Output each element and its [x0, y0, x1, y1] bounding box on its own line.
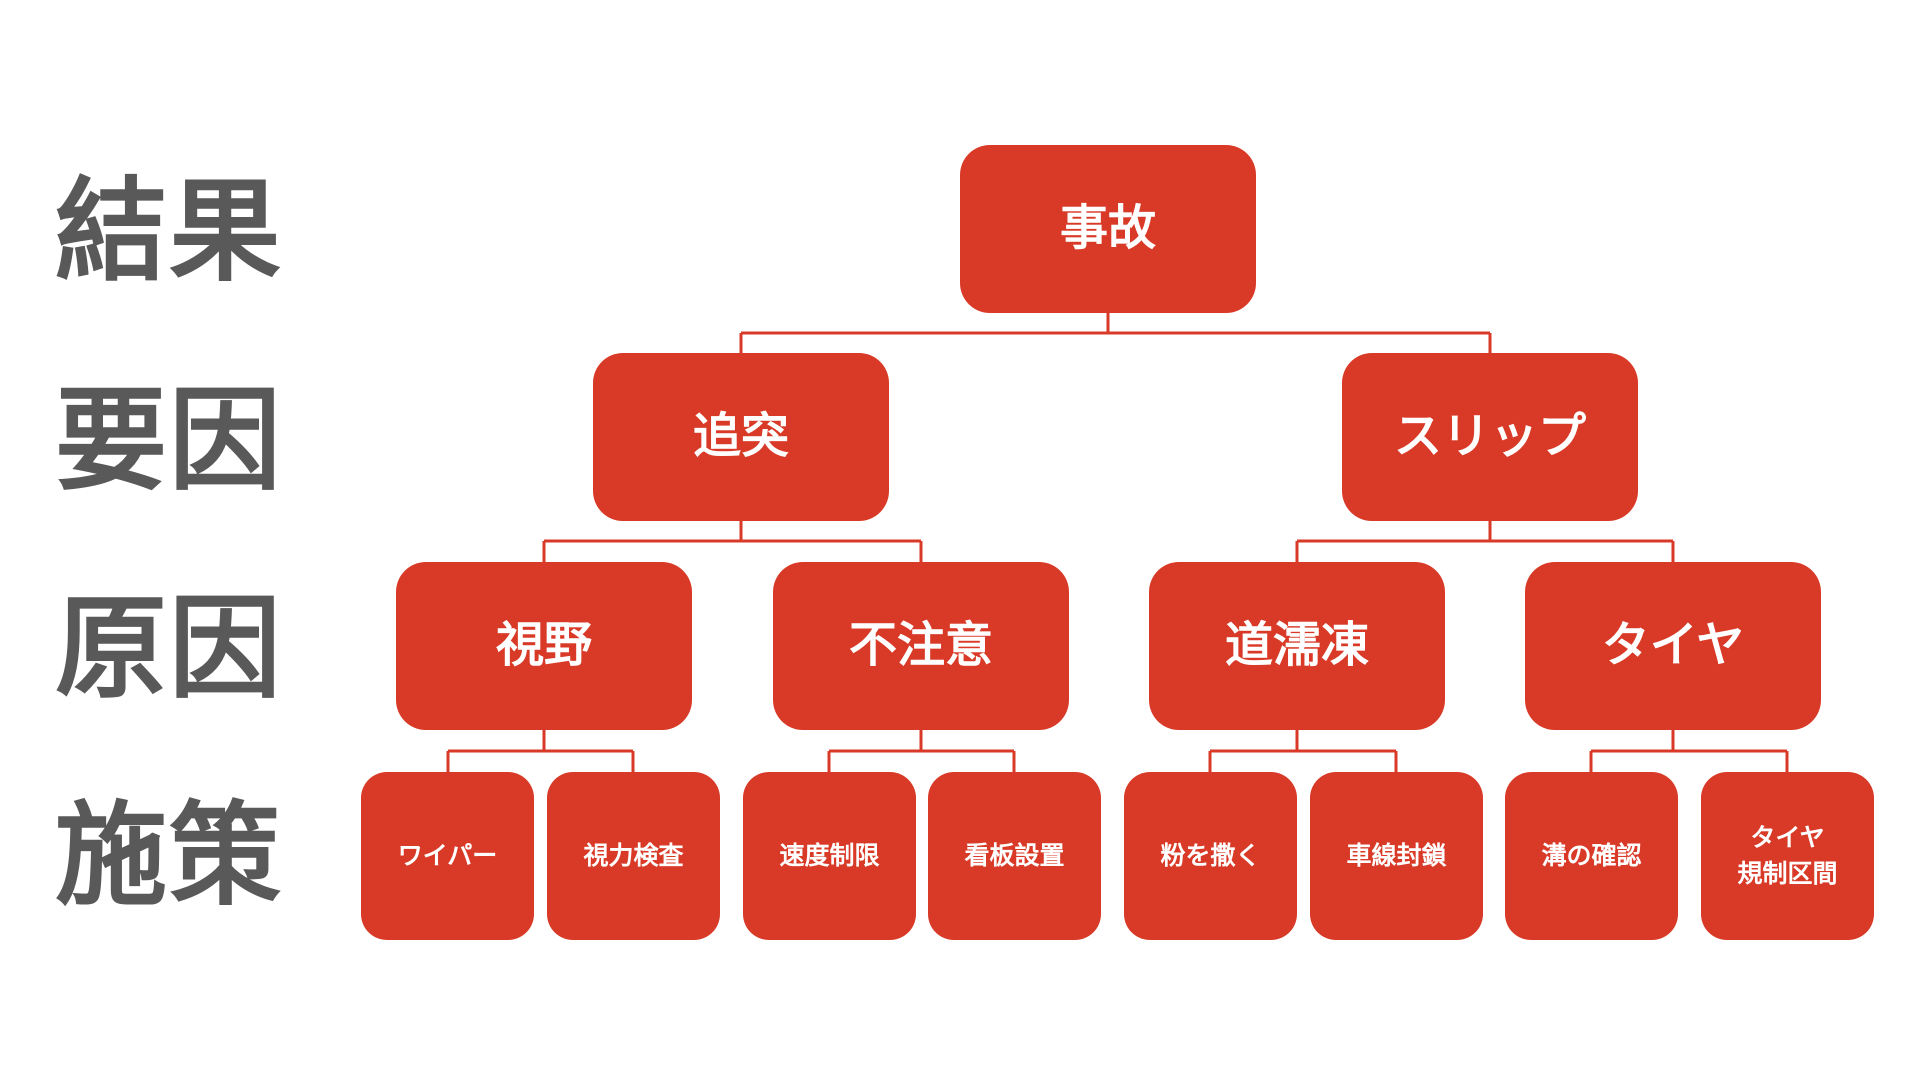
node-factor-0: 追突 [593, 353, 889, 521]
node-measure-6-label: 溝の確認 [1541, 840, 1642, 870]
level-label-factor: 要因 [55, 376, 283, 506]
node-cause-0-label: 視野 [495, 617, 592, 674]
node-cause-0: 視野 [396, 562, 692, 730]
node-measure-1-label: 視力検査 [583, 840, 684, 870]
node-measure-3-label: 看板設置 [964, 840, 1065, 870]
node-cause-2-label: 道濡凍 [1224, 617, 1369, 674]
node-measure-5-label: 車線封鎖 [1346, 840, 1447, 870]
node-measure-4-label: 粉を撒く [1160, 840, 1261, 870]
level-label-result: 結果 [55, 167, 283, 297]
node-cause-3: タイヤ [1525, 562, 1821, 730]
node-measure-1: 視力検査 [547, 772, 720, 940]
node-cause-3-label: タイヤ [1601, 617, 1745, 674]
node-factor-1-label: スリップ [1393, 408, 1586, 465]
node-cause-1: 不注意 [773, 562, 1069, 730]
node-measure-6: 溝の確認 [1505, 772, 1678, 940]
node-factor-0-label: 追突 [692, 408, 789, 465]
level-label-measure: 施策 [55, 791, 283, 921]
node-cause-2: 道濡凍 [1149, 562, 1445, 730]
node-measure-0-label: ワイパー [397, 840, 498, 870]
node-factor-1: スリップ [1342, 353, 1638, 521]
level-label-cause: 原因 [55, 584, 283, 714]
node-measure-2: 速度制限 [743, 772, 916, 940]
node-measure-5: 車線封鎖 [1310, 772, 1483, 940]
node-measure-0: ワイパー [361, 772, 534, 940]
node-measure-4: 粉を撒く [1124, 772, 1297, 940]
node-measure-2-label: 速度制限 [779, 840, 880, 870]
node-measure-3: 看板設置 [928, 772, 1101, 940]
node-root-label: 事故 [1059, 200, 1156, 257]
node-measure-7: タイヤ 規制区間 [1701, 772, 1874, 940]
node-root: 事故 [960, 145, 1256, 313]
node-cause-1-label: 不注意 [848, 617, 993, 674]
node-measure-7-label: タイヤ 規制区間 [1737, 822, 1838, 888]
